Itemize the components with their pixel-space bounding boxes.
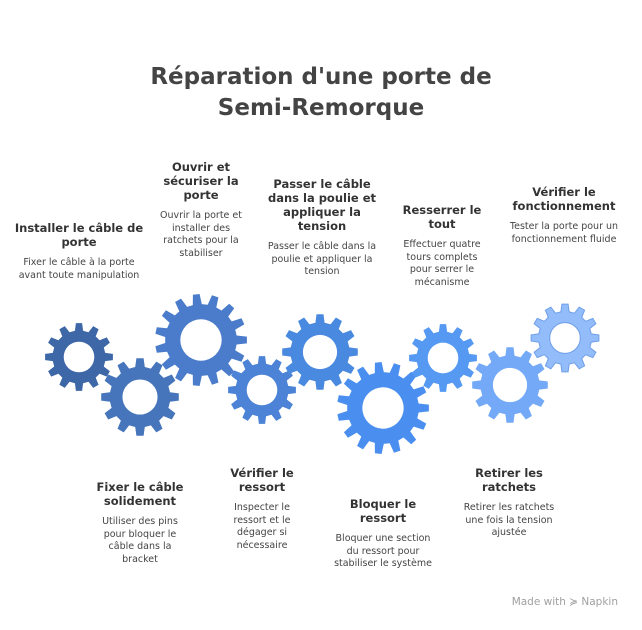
step-fix-cable: Fixer le câble solidement Utiliser des p… (95, 480, 185, 566)
title-line-1: Réparation d'une porte de (150, 64, 492, 90)
step-title: Vérifier le fonctionnement (512, 185, 616, 213)
step-verify-spring: Vérifier le ressort Inspecter le ressort… (222, 466, 302, 552)
step-title: Ouvrir et sécuriser la porte (163, 160, 239, 202)
step-open-secure: Ouvrir et sécuriser la porte Ouvrir la p… (156, 160, 246, 260)
gear-icon (101, 358, 179, 436)
step-desc: Fixer le câble à la porte avant toute ma… (18, 257, 140, 281)
step-desc: Passer le câble dans la poulie et appliq… (267, 241, 377, 277)
page-title: Réparation d'une porte de Semi-Remorque (0, 62, 642, 124)
step-block-spring: Bloquer le ressort Bloquer une section d… (333, 497, 433, 571)
gear-icon (530, 303, 600, 373)
step-desc: Ouvrir la porte et installer des ratchet… (160, 210, 242, 259)
gear-icon (337, 362, 429, 454)
gear-icon (472, 347, 548, 423)
step-desc: Retirer les ratchets une fois la tension… (463, 502, 555, 538)
step-title: Passer le câble dans la poulie et appliq… (267, 177, 377, 233)
step-title: Retirer les ratchets (475, 466, 543, 494)
step-desc: Effectuer quatre tours complets pour ser… (403, 239, 481, 288)
step-install-cable: Installer le câble de porte Fixer le câb… (14, 221, 144, 282)
step-title: Vérifier le ressort (230, 466, 294, 494)
step-desc: Bloquer une section du ressort pour stab… (334, 533, 432, 569)
step-title: Fixer le câble solidement (96, 480, 184, 508)
step-verify-function: Vérifier le fonctionnement Tester la por… (509, 185, 619, 246)
step-remove-ratchets: Retirer les ratchets Retirer les ratchet… (459, 466, 559, 540)
step-desc: Utiliser des pins pour bloquer le câble … (102, 516, 178, 565)
step-desc: Tester la porte pour un fonctionnement f… (509, 221, 619, 245)
gear-icon (228, 356, 296, 424)
gear-icon (155, 294, 247, 386)
gear-icon (409, 324, 477, 392)
step-title: Installer le câble de porte (14, 221, 144, 249)
made-with-napkin: Made with ≽ Napkin (511, 596, 618, 608)
step-title: Bloquer le ressort (349, 497, 417, 525)
step-desc: Inspecter le ressort et le dégager si né… (233, 502, 291, 551)
title-line-2: Semi-Remorque (217, 95, 425, 121)
gear-icon (45, 323, 113, 391)
step-title: Resserrer le tout (402, 203, 482, 231)
step-pass-cable: Passer le câble dans la poulie et appliq… (267, 177, 377, 279)
gear-icon (282, 314, 358, 390)
step-tighten: Resserrer le tout Effectuer quatre tours… (397, 203, 487, 289)
